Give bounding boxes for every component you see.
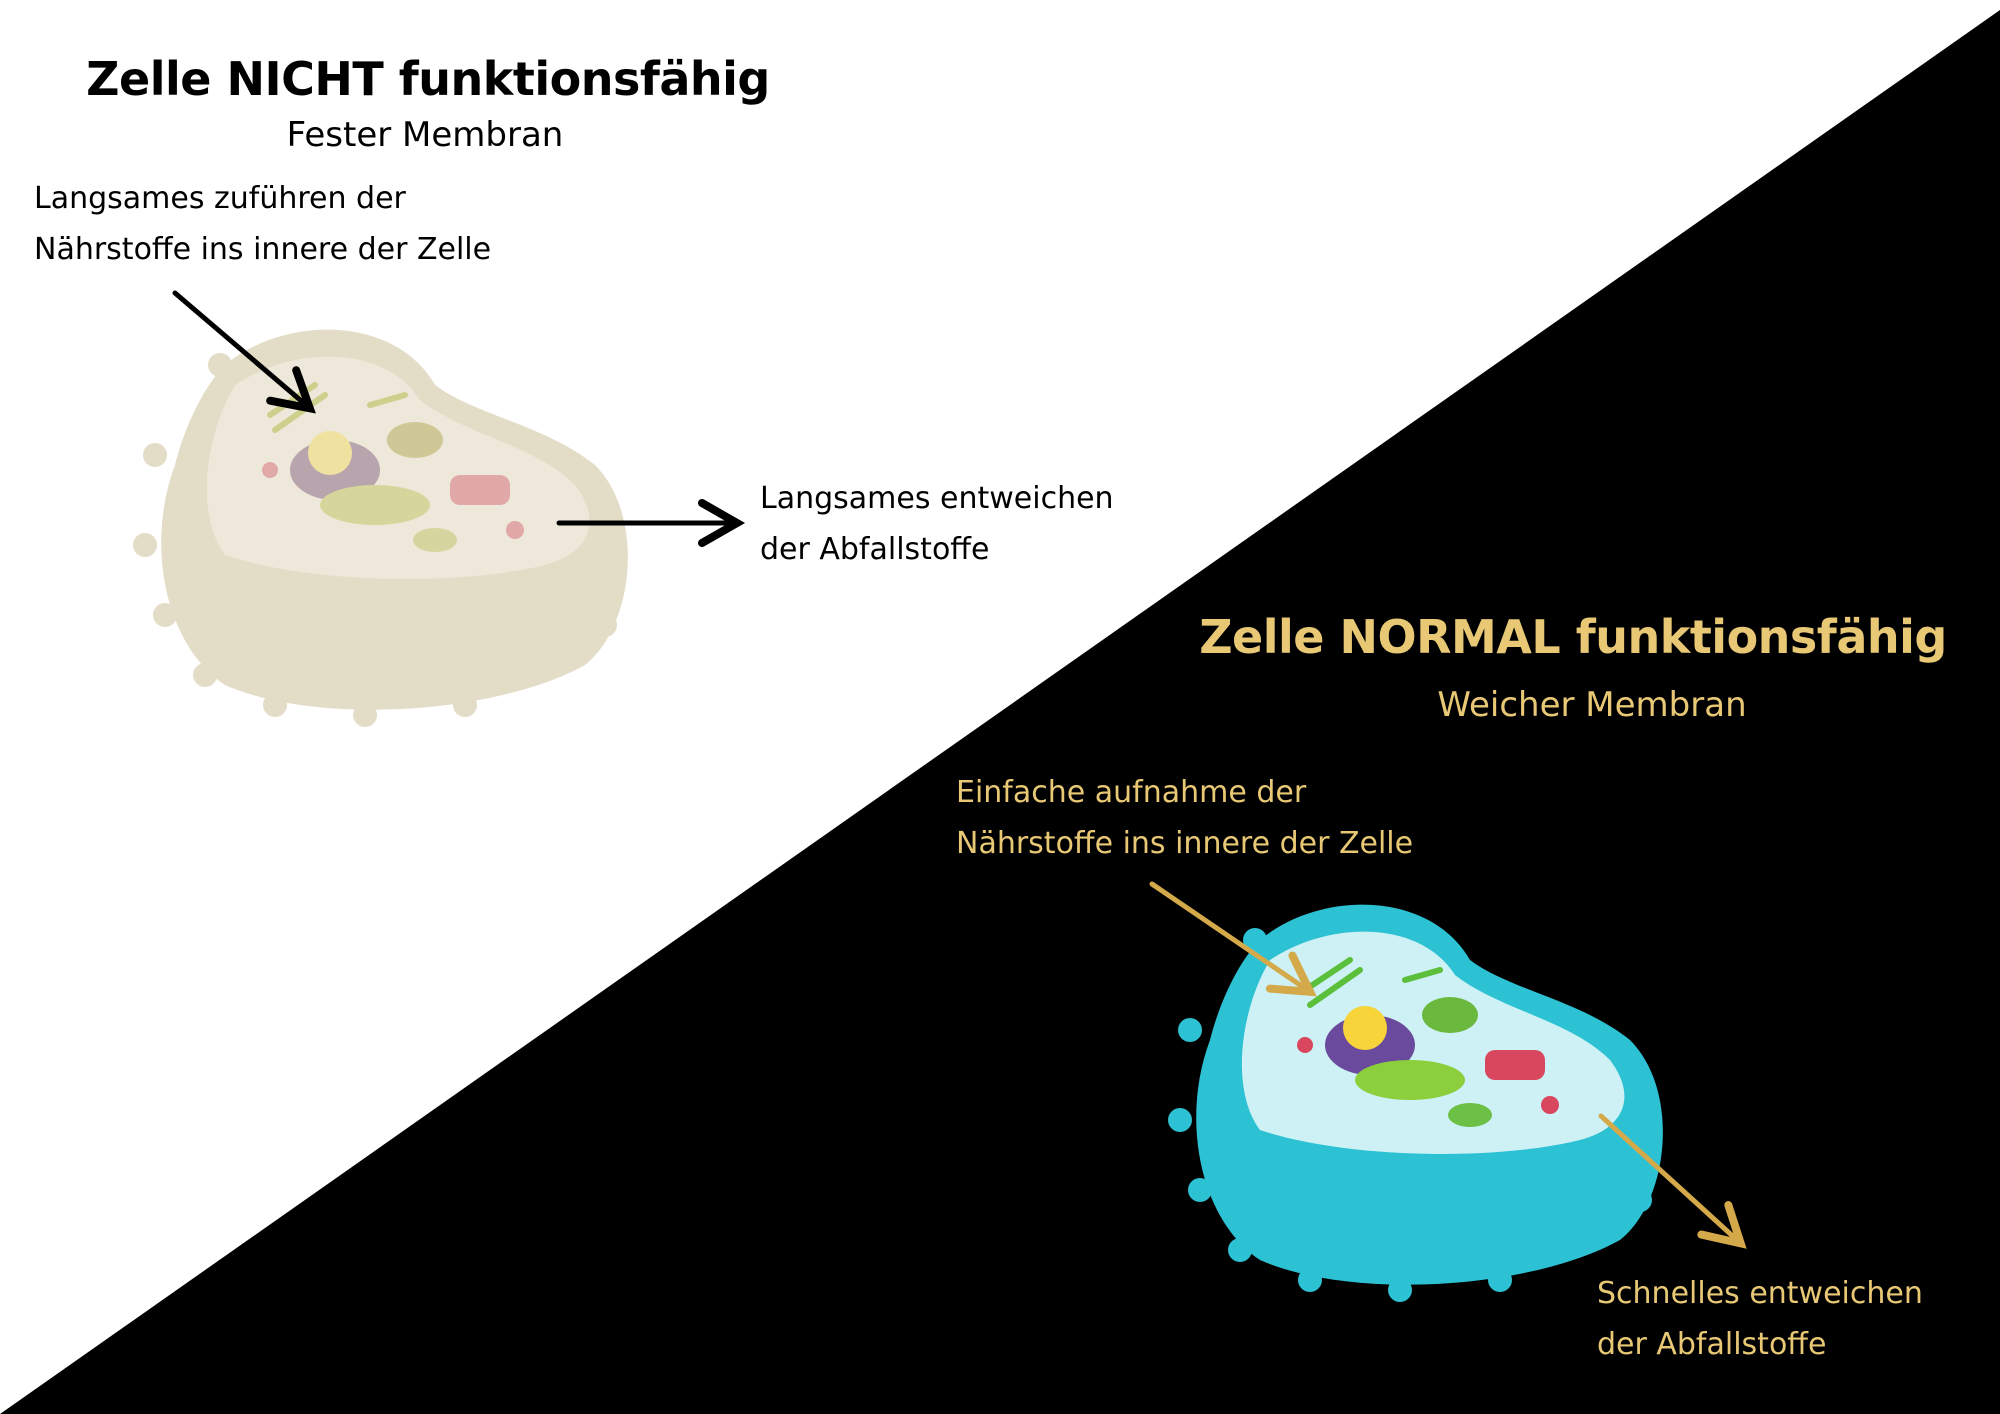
faded-cell-illustration bbox=[133, 329, 628, 727]
left-intake-line1: Langsames zuführen der bbox=[34, 181, 406, 216]
right-waste-line2: der Abfallstoffe bbox=[1597, 1327, 1827, 1362]
right-intake-line1: Einfache aufnahme der bbox=[956, 775, 1307, 810]
left-waste-text: Langsames entweichen der Abfallstoffe bbox=[760, 473, 1114, 575]
waste-arrow-right bbox=[1598, 1113, 1747, 1249]
left-subtitle: Fester Membran bbox=[286, 115, 564, 155]
intake-arrow-right bbox=[1149, 881, 1317, 997]
left-waste-line1: Langsames entweichen bbox=[760, 481, 1114, 516]
left-intake-line2: Nährstoffe ins innere der Zelle bbox=[34, 232, 492, 267]
left-waste-line2: der Abfallstoffe bbox=[760, 532, 990, 567]
healthy-cell-illustration bbox=[1168, 904, 1663, 1302]
right-waste-line1: Schnelles entweichen bbox=[1597, 1276, 1923, 1311]
right-subtitle: Weicher Membran bbox=[1437, 685, 1747, 725]
right-intake-line2: Nährstoffe ins innere der Zelle bbox=[956, 826, 1414, 861]
right-waste-text: Schnelles entweichen der Abfallstoffe bbox=[1597, 1268, 1923, 1370]
right-title: Zelle NORMAL funktionsfähig bbox=[1199, 610, 1947, 664]
left-intake-text: Langsames zuführen der Nährstoffe ins in… bbox=[34, 173, 491, 275]
right-intake-text: Einfache aufnahme der Nährstoffe ins inn… bbox=[956, 767, 1413, 869]
left-title: Zelle NICHT funktionsfähig bbox=[86, 52, 770, 106]
intake-arrow-left bbox=[172, 290, 316, 414]
